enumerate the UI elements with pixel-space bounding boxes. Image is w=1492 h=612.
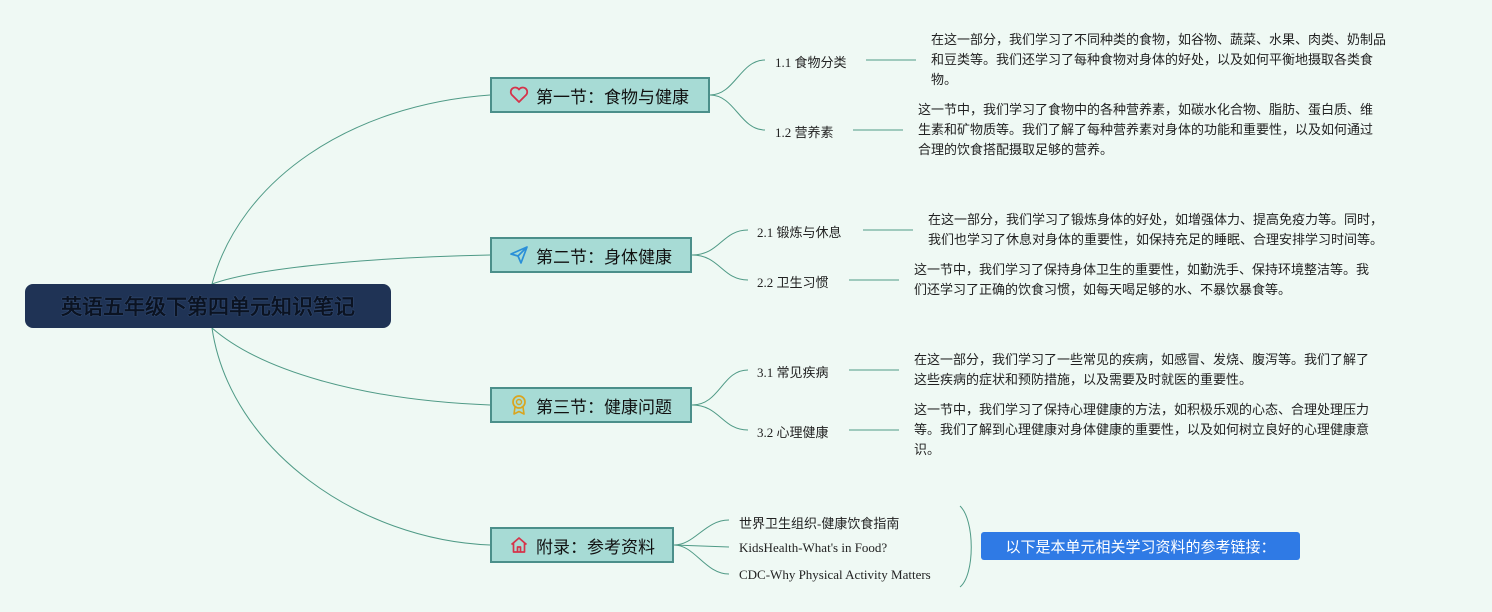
heart-icon <box>508 84 530 106</box>
subtopic-nutrients[interactable]: 1.2 营养素 <box>775 125 834 140</box>
desc-line: 生素和矿物质等。我们了解了每种营养素对身体的功能和重要性，以及如何通过 <box>918 123 1374 138</box>
desc-line: 这一节中，我们学习了保持身体卫生的重要性，如勤洗手、保持环境整洁等。我 <box>914 263 1370 278</box>
reference-link[interactable]: 世界卫生组织-健康饮食指南 <box>739 516 900 531</box>
section-food-health[interactable]: 第一节：食物与健康 <box>490 77 710 113</box>
section-title: 第二节：身体健康 <box>536 247 672 268</box>
desc-line: 等。我们了解到心理健康对身体健康的重要性，以及如何树立良好的心理健康意 <box>914 423 1370 438</box>
award-ribbon-icon <box>508 394 530 416</box>
desc-line: 识。 <box>914 443 941 458</box>
section-appendix[interactable]: 附录：参考资料 <box>490 527 674 563</box>
desc-line: 和豆类等。我们还学习了每种食物对身体的好处，以及如何平衡地摄取各类食 <box>931 53 1374 68</box>
section-title: 第一节：食物与健康 <box>536 87 689 108</box>
subtopic-description: 这一节中，我们学习了保持身体卫生的重要性，如勤洗手、保持环境整洁等。我 们还学习… <box>914 261 1369 301</box>
subtopic-description: 在这一部分，我们学习了一些常见的疾病，如感冒、发烧、腹泻等。我们了解了 这些疾病… <box>914 351 1369 391</box>
desc-line: 在这一部分，我们学习了不同种类的食物，如谷物、蔬菜、水果、肉类、奶制品 <box>931 33 1387 48</box>
root-title: 英语五年级下第四单元知识笔记 <box>61 295 355 319</box>
desc-line: 在这一部分，我们学习了锻炼身体的好处，如增强体力、提高免疫力等。同时， <box>928 213 1384 228</box>
subtopic-hygiene[interactable]: 2.2 卫生习惯 <box>757 275 829 290</box>
subtopic-common-diseases[interactable]: 3.1 常见疾病 <box>757 365 829 380</box>
desc-line: 在这一部分，我们学习了一些常见的疾病，如感冒、发烧、腹泻等。我们了解了 <box>914 353 1370 368</box>
desc-line: 我们也学习了休息对身体的重要性，如保持充足的睡眠、合理安排学习时间等。 <box>928 233 1384 248</box>
desc-line: 物。 <box>931 73 958 88</box>
root-topic[interactable]: 英语五年级下第四单元知识笔记 <box>25 284 391 328</box>
subtopic-description: 这一节中，我们学习了食物中的各种营养素，如碳水化合物、脂肪、蛋白质、维 生素和矿… <box>918 101 1373 161</box>
section-health-issues[interactable]: 第三节：健康问题 <box>490 387 692 423</box>
desc-line: 这一节中，我们学习了食物中的各种营养素，如碳水化合物、脂肪、蛋白质、维 <box>918 103 1374 118</box>
subtopic-description: 这一节中，我们学习了保持心理健康的方法，如积极乐观的心态、合理处理压力 等。我们… <box>914 401 1369 461</box>
desc-line: 合理的饮食搭配摄取足够的营养。 <box>918 143 1114 158</box>
desc-line: 们还学习了正确的饮食习惯，如每天喝足够的水、不暴饮暴食等。 <box>914 283 1292 298</box>
reference-link[interactable]: KidsHealth-What's in Food? <box>739 540 888 555</box>
home-icon <box>508 534 530 556</box>
reference-link[interactable]: CDC-Why Physical Activity Matters <box>739 567 931 582</box>
section-title: 附录：参考资料 <box>536 537 655 558</box>
paper-plane-icon <box>508 244 530 266</box>
subtopic-description: 在这一部分，我们学习了锻炼身体的好处，如增强体力、提高免疫力等。同时， 我们也学… <box>928 211 1383 251</box>
subtopic-food-classification[interactable]: 1.1 食物分类 <box>775 55 847 70</box>
desc-line: 这一节中，我们学习了保持心理健康的方法，如积极乐观的心态、合理处理压力 <box>914 403 1370 418</box>
subtopic-exercise-rest[interactable]: 2.1 锻炼与休息 <box>757 225 842 240</box>
references-callout[interactable]: 以下是本单元相关学习资料的参考链接： <box>981 532 1300 560</box>
section-title: 第三节：健康问题 <box>536 397 672 418</box>
subtopic-description: 在这一部分，我们学习了不同种类的食物，如谷物、蔬菜、水果、肉类、奶制品 和豆类等… <box>931 31 1386 91</box>
section-body-health[interactable]: 第二节：身体健康 <box>490 237 692 273</box>
subtopic-mental-health[interactable]: 3.2 心理健康 <box>757 425 829 440</box>
desc-line: 这些疾病的症状和预防措施，以及需要及时就医的重要性。 <box>914 373 1253 388</box>
